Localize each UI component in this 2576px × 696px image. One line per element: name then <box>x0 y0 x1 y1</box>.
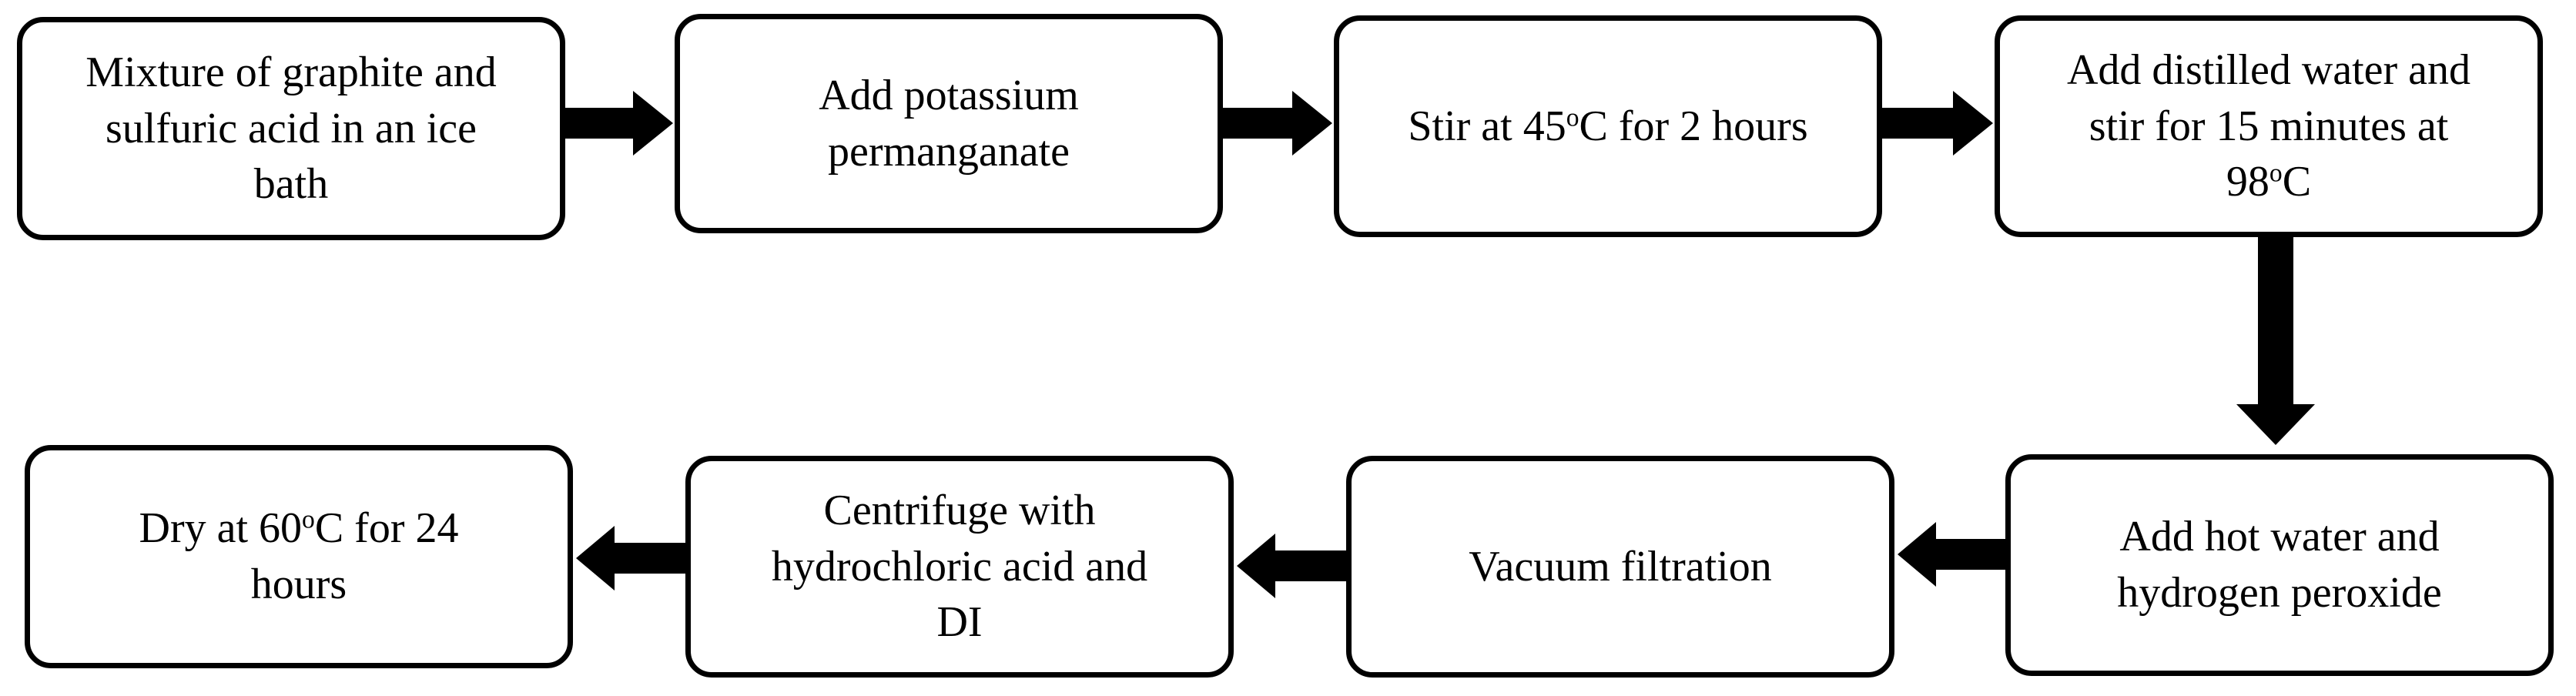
arrow-right-icon <box>565 91 673 156</box>
step-label: Centrifuge with hydrochloric acid and DI <box>771 486 1148 647</box>
step-box-centrifuge: Centrifuge with hydrochloric acid and DI <box>685 456 1234 678</box>
step-box-vacuum-filtration: Vacuum filtration <box>1346 456 1894 678</box>
step-label: Add hot water and hydrogen peroxide <box>2117 513 2442 617</box>
step-label: Vacuum filtration <box>1469 542 1772 591</box>
arrow-down-icon <box>2236 237 2315 445</box>
step-label: Add potassium permanganate <box>819 71 1079 176</box>
arrow-left-icon <box>1898 522 2005 587</box>
step-box-mix-graphite: Mixture of graphite and sulfuric acid in… <box>17 17 565 240</box>
step-label: Mixture of graphite and sulfuric acid in… <box>85 48 497 209</box>
arrow-right-icon <box>1882 91 1993 156</box>
step-label: Add distilled water and stir for 15 minu… <box>2066 45 2471 206</box>
step-label: Stir at 45oC for 2 hours <box>1408 102 1808 150</box>
arrow-left-icon <box>576 526 685 591</box>
step-box-stir-45c: Stir at 45oC for 2 hours <box>1334 15 1882 237</box>
step-box-dry-60c: Dry at 60oC for 24 hours <box>25 445 573 668</box>
arrow-right-icon <box>1223 91 1332 156</box>
step-box-add-permanganate: Add potassium permanganate <box>675 14 1223 233</box>
step-label: Dry at 60oC for 24 hours <box>139 504 459 608</box>
step-box-add-hot-water: Add hot water and hydrogen peroxide <box>2005 454 2554 676</box>
arrow-left-icon <box>1237 534 1346 598</box>
step-box-add-distilled-water: Add distilled water and stir for 15 minu… <box>1995 15 2543 237</box>
